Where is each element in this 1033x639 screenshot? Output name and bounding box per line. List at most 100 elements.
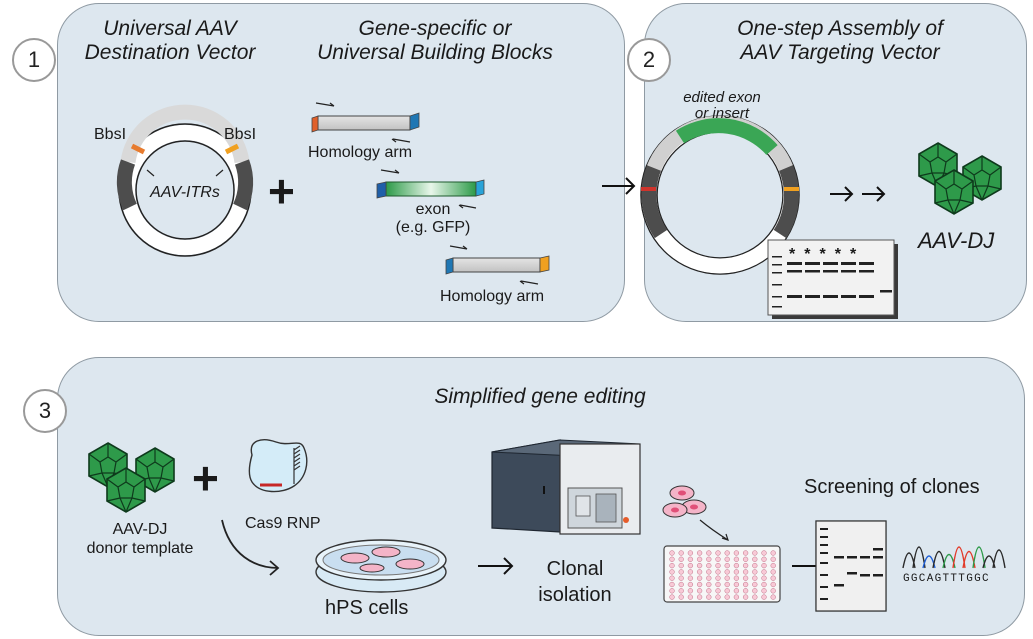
screening-gel-image [815, 520, 887, 612]
well [761, 581, 767, 588]
well [761, 575, 767, 581]
well [715, 569, 721, 575]
well [706, 562, 712, 569]
well [770, 575, 776, 581]
well [696, 550, 703, 556]
well [687, 588, 694, 594]
well [733, 594, 740, 600]
bbsi-label-left: BbsI [94, 126, 127, 143]
well [742, 575, 749, 581]
well [687, 569, 694, 575]
arrow-to-assembly [602, 177, 636, 195]
insert-label: edited exon or insert [672, 90, 772, 122]
well [724, 556, 730, 562]
gel-star-4: * [834, 246, 850, 263]
destination-vector-plasmid [116, 104, 254, 257]
well [687, 550, 694, 556]
cas9-rnp-label: Cas9 RNP [245, 515, 321, 532]
well [696, 569, 703, 575]
well [733, 569, 740, 575]
well [770, 556, 776, 562]
clonal-isolation-label-line1: Clonal [546, 558, 604, 580]
well [669, 594, 675, 600]
homology-arm-1 [311, 102, 420, 143]
step-number-1: 1 [12, 38, 56, 82]
well [733, 550, 740, 556]
sequence-readout: GGCAGTTTGGC [903, 573, 990, 585]
well [678, 581, 684, 588]
petri-dish-icon [315, 539, 447, 593]
well [761, 562, 767, 569]
arrow-to-isolation [478, 557, 514, 575]
sequencing-chromatogram [902, 546, 1006, 569]
exon-block [376, 169, 485, 209]
well [687, 556, 694, 562]
gel-star-5: * [849, 246, 866, 263]
well [742, 556, 749, 562]
well [715, 594, 721, 600]
well [678, 594, 684, 600]
screening-label: Screening of clones [804, 476, 980, 498]
well [669, 556, 675, 562]
assembly-title-line1: One-step Assembly of [737, 17, 943, 40]
gel-star-markers: ***** [789, 246, 865, 264]
step-number-2: 2 [627, 38, 671, 82]
well [761, 550, 767, 556]
well [678, 588, 684, 594]
homology-arm-2 [445, 245, 550, 285]
well [742, 562, 749, 569]
well [761, 594, 767, 600]
gel-star-2: * [804, 246, 820, 263]
well [742, 594, 749, 600]
well [669, 588, 675, 594]
destination-vector-title: Universal AAV Destination Vector [70, 17, 270, 65]
well [687, 562, 694, 569]
well [770, 588, 776, 594]
well [752, 588, 758, 594]
aav-dj-donor-virus-icon [88, 442, 175, 513]
well [669, 550, 675, 556]
donor-template-label-line1: AAV-DJ [112, 521, 168, 538]
well [724, 550, 730, 556]
well [696, 562, 703, 569]
cell-sorter-instrument-icon [491, 439, 641, 535]
well [678, 575, 684, 581]
itr-label: AAV-ITRs [150, 184, 220, 201]
gel-star-1: * [789, 246, 805, 263]
homology-arm-label-1: Homology arm [308, 144, 413, 161]
well [752, 550, 758, 556]
well [696, 581, 703, 588]
well [706, 556, 712, 562]
well [669, 562, 675, 569]
well [706, 594, 712, 600]
well [752, 594, 758, 600]
exon-label-line2: (e.g. GFP) [395, 219, 471, 236]
well [761, 588, 767, 594]
exon-label: exon (e.g. GFP) [388, 201, 478, 237]
well [752, 562, 758, 569]
cas9-rnp-icon [248, 439, 308, 493]
aav-dj-label: AAV-DJ [918, 228, 995, 253]
well [733, 588, 740, 594]
well [715, 562, 721, 569]
well [678, 556, 684, 562]
clonal-isolation-label-line2: isolation [538, 584, 612, 606]
well [724, 562, 730, 569]
well [696, 575, 703, 581]
well [770, 550, 776, 556]
well [733, 556, 740, 562]
building-blocks-title: Gene-specific or Universal Building Bloc… [290, 17, 580, 65]
destination-vector-title-line1: Universal AAV [103, 17, 237, 40]
well [715, 588, 721, 594]
plus-sign-1: + [268, 165, 295, 217]
donor-template-label: AAV-DJ donor template [80, 520, 200, 558]
well [724, 581, 730, 588]
well [770, 594, 776, 600]
donor-template-label-line2: donor template [86, 540, 194, 557]
step-number-3: 3 [23, 389, 67, 433]
well [687, 581, 694, 588]
assembly-title-line2: AAV Targeting Vector [740, 41, 940, 64]
clonal-isolation-label: Clonal isolation [530, 556, 620, 608]
well [706, 581, 712, 588]
bbsi-label-right: BbsI [224, 126, 257, 143]
